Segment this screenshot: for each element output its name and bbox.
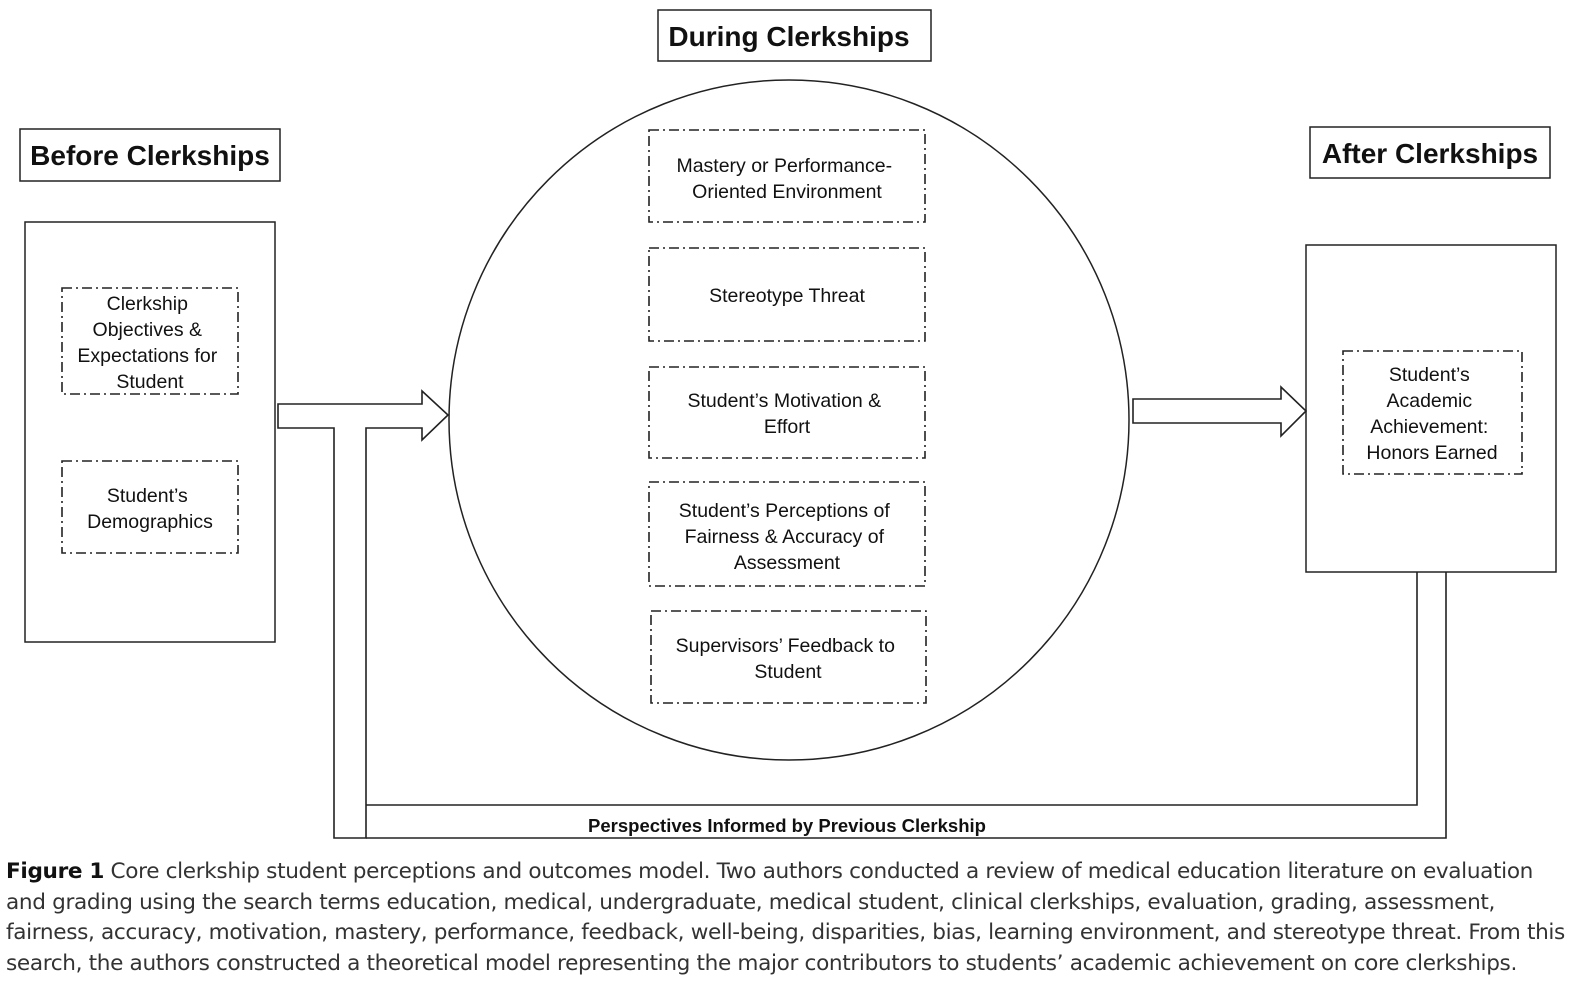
before-title: Before Clerkships bbox=[30, 140, 270, 171]
during-factor-stereotype-threat: Stereotype Threat bbox=[648, 247, 926, 342]
factor-label: Supervisors’ Feedback to Student bbox=[676, 635, 901, 683]
during-factor-feedback: Supervisors’ Feedback to Student bbox=[650, 610, 927, 704]
after-factor-achievement: Student’s Academic Achievement: Honors E… bbox=[1342, 350, 1523, 475]
during-factor-perceptions: Student’s Perceptions of Fairness & Accu… bbox=[648, 481, 926, 587]
figure-caption: Figure 1 Core clerkship student percepti… bbox=[6, 857, 1566, 979]
during-to-after-arrow bbox=[1132, 385, 1308, 438]
factor-label: Student’s Demographics bbox=[87, 485, 213, 533]
before-factor-objectives: Clerkship Objectives & Expectations for … bbox=[61, 287, 239, 395]
during-factor-motivation: Student’s Motivation & Effort bbox=[648, 366, 926, 459]
before-to-during-arrow bbox=[277, 389, 450, 839]
after-title: After Clerkships bbox=[1322, 138, 1538, 169]
before-stage-box bbox=[24, 221, 276, 643]
feedback-loop-label: Perspectives Informed by Previous Clerks… bbox=[588, 815, 986, 836]
during-title: During Clerkships bbox=[668, 21, 909, 52]
feedback-loop-channel bbox=[366, 572, 1447, 839]
factor-label: Mastery or Performance- Oriented Environ… bbox=[676, 155, 897, 203]
factor-label: Student’s Perceptions of Fairness & Accu… bbox=[679, 500, 895, 574]
clerkship-model-diagram: Before Clerkships During Clerkships Afte… bbox=[19, 9, 1557, 839]
during-factor-environment: Mastery or Performance- Oriented Environ… bbox=[648, 129, 926, 223]
factor-label: Student’s Academic Achievement: Honors E… bbox=[1366, 364, 1497, 464]
during-title-box: During Clerkships bbox=[657, 9, 932, 62]
factor-label: Student’s Motivation & Effort bbox=[687, 390, 886, 438]
before-factor-demographics: Student’s Demographics bbox=[61, 460, 239, 554]
factor-label: Clerkship Objectives & Expectations for … bbox=[77, 293, 222, 393]
factor-label: Stereotype Threat bbox=[709, 285, 865, 307]
during-stage-circle bbox=[448, 79, 1130, 761]
after-title-box: After Clerkships bbox=[1309, 126, 1551, 179]
before-title-box: Before Clerkships bbox=[19, 128, 281, 182]
figure-label: Figure 1 bbox=[6, 859, 105, 884]
after-stage-box bbox=[1305, 244, 1557, 573]
figure-caption-text: Core clerkship student perceptions and o… bbox=[6, 859, 1565, 976]
